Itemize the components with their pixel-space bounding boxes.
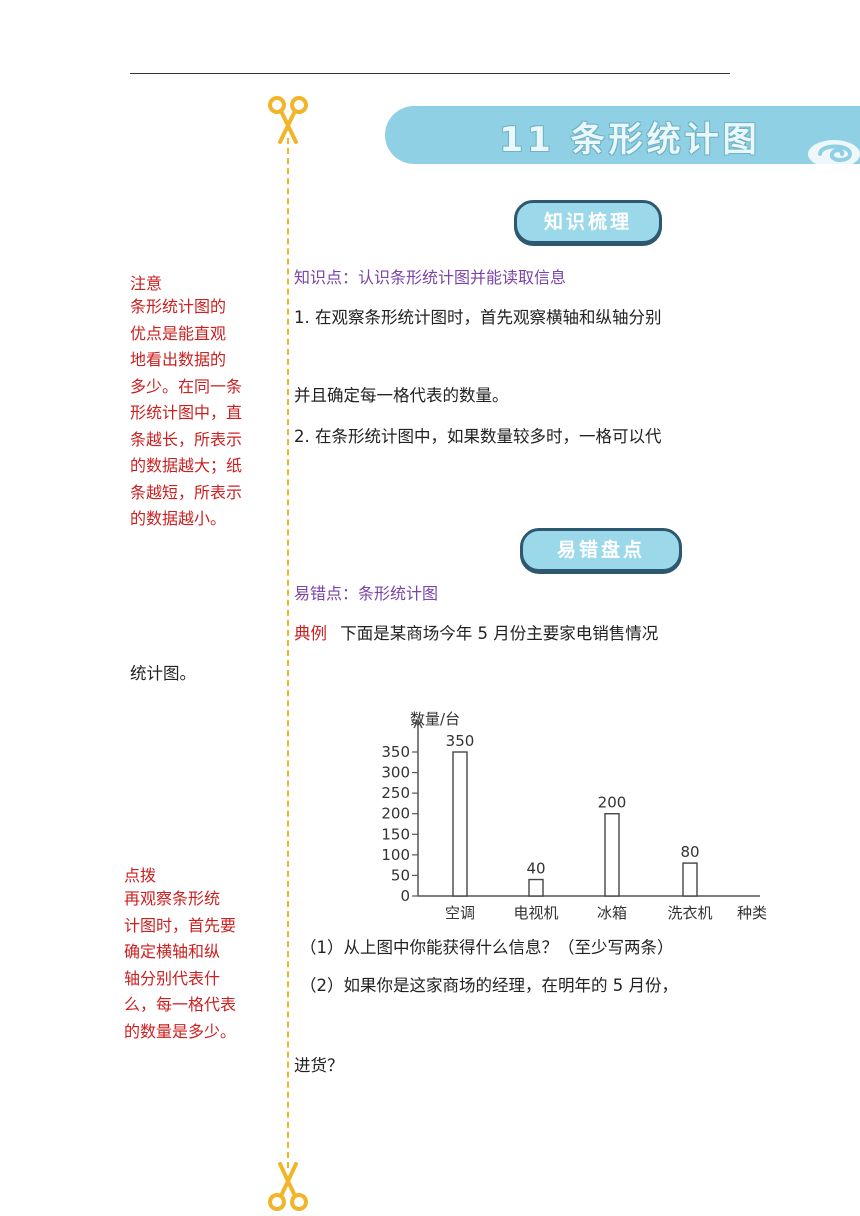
side-note-tip-line: 确定横轴和纵 [124, 942, 221, 961]
bar [604, 813, 620, 897]
side-note-attention-line: 多少。在同一条 [130, 376, 243, 396]
example-text-continued: 统计图。 [130, 664, 196, 683]
y-tick-label: 50 [391, 866, 410, 884]
side-note-tip-line: 轴分别代表什 [124, 968, 221, 988]
y-tick-label: 150 [381, 825, 410, 843]
y-tick-label: 0 [400, 887, 410, 905]
question-2-continued: 进货？ [294, 1056, 344, 1075]
side-note-attention-body: 条形统计图的优点是能直观地看出数据的多少。在同一条形统计图中，直条越长，所表示的… [130, 294, 270, 533]
knowledge-line-1: 1. 在观察条形统计图时，首先观察横轴和纵轴分别 [294, 308, 662, 327]
scissors-top-icon [268, 96, 308, 144]
side-note-attention-line: 地看出数据的 [130, 350, 227, 369]
side-note-attention-line: 优点是能直观 [130, 323, 227, 343]
swirl-decoration-icon [808, 140, 860, 168]
x-tick-label: 电视机 [513, 904, 558, 922]
scissors-bottom-icon [268, 1162, 308, 1211]
bar-value-label: 40 [526, 860, 545, 878]
side-note-attention-line: 条形统计图的 [130, 297, 227, 316]
y-axis-label: 数量/台 [410, 710, 460, 728]
bar [528, 878, 544, 897]
side-note-tip: 点拨 再观察条形统计图时，首先要确定横轴和纵轴分别代表什么，每一格代表的数量是多… [124, 862, 264, 1045]
knowledge-line-2: 并且确定每一格代表的数量。 [294, 386, 509, 405]
knowledge-line-3: 2. 在条形统计图中，如果数量较多时，一格可以代 [294, 427, 662, 446]
y-tick-label: 300 [381, 764, 410, 782]
bar [452, 751, 468, 897]
errors-heading: 易错点：条形统计图 [294, 584, 439, 603]
side-note-tip-line: 再观察条形统 [124, 889, 221, 908]
x-axis-label: 种类 [737, 904, 767, 922]
side-note-tip-line: 的数量是多少。 [124, 1021, 237, 1041]
y-axis-arrow [413, 718, 423, 729]
example-label: 典例 [294, 624, 327, 643]
cut-line [287, 138, 289, 1168]
title-banner [385, 106, 860, 164]
side-note-tip-body: 再观察条形统计图时，首先要确定横轴和纵轴分别代表什么，每一格代表的数量是多少。 [124, 886, 264, 1045]
side-note-tip-title: 点拨 [124, 866, 157, 885]
example-line: 典例 下面是某商场今年 5 月份主要家电销售情况 [294, 620, 658, 644]
side-note-attention-line: 的数据越大；纸 [130, 456, 243, 475]
y-tick-label: 350 [381, 743, 410, 761]
y-tick-label: 200 [381, 805, 410, 823]
sales-bar-chart: 数量/台 0 50 100 150 200 250 300 350 350 空调 40 电视机 200 冰箱… [381, 710, 767, 922]
bar-value-label: 200 [598, 794, 627, 812]
bar-value-label: 80 [680, 843, 699, 861]
x-tick-label: 冰箱 [597, 904, 627, 922]
side-note-attention-line: 条越长，所表示 [130, 429, 243, 449]
section-tag-errors: 易错盘点 [520, 528, 682, 572]
side-note-attention-title: 注意 [130, 274, 163, 293]
bar [682, 862, 698, 897]
x-tick-label: 洗衣机 [667, 904, 712, 922]
side-note-attention-line: 形统计图中，直 [130, 403, 243, 422]
y-tick-label: 250 [381, 784, 410, 802]
side-note-attention-line: 的数据越小。 [130, 509, 227, 528]
section-tag-knowledge: 知识梳理 [514, 200, 662, 244]
side-note-attention: 注意 条形统计图的优点是能直观地看出数据的多少。在同一条形统计图中，直条越长，所… [130, 270, 270, 533]
y-tick-label: 100 [381, 846, 410, 864]
side-note-attention-line: 条越短，所表示 [130, 482, 243, 502]
page-title: 11 条形统计图 [499, 120, 761, 160]
question-2: （2）如果你是这家商场的经理，在明年的 5 月份， [300, 976, 678, 995]
knowledge-heading: 知识点：认识条形统计图并能读取信息 [294, 268, 567, 287]
example-text: 下面是某商场今年 5 月份主要家电销售情况 [340, 624, 659, 643]
x-tick-label: 空调 [445, 904, 475, 922]
side-note-tip-line: 计图时，首先要 [124, 915, 237, 935]
header-rule [130, 73, 730, 74]
bar-value-label: 350 [446, 732, 475, 750]
side-note-tip-line: 么，每一格代表 [124, 995, 237, 1014]
question-1: （1）从上图中你能获得什么信息？（至少写两条） [300, 938, 674, 957]
